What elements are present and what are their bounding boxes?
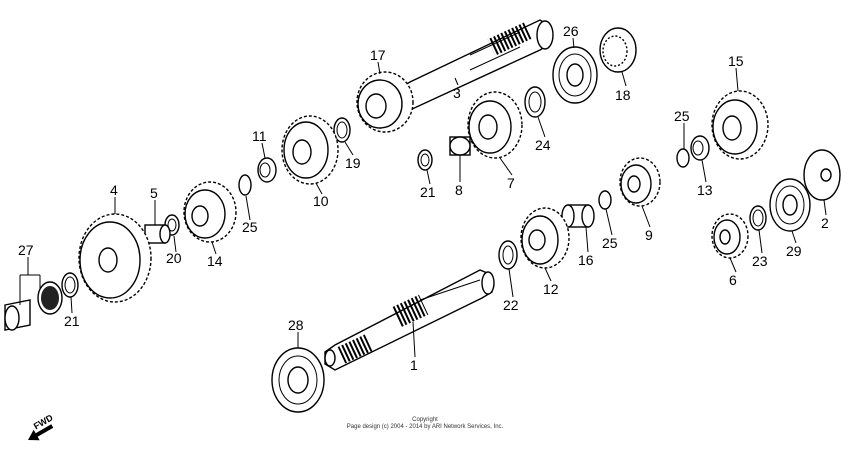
washer-21-left [61, 272, 79, 298]
bearing-assembly-27 [4, 281, 63, 331]
gear-7 [467, 91, 523, 159]
label-7: 7 [507, 175, 515, 191]
label-21-left: 21 [64, 313, 80, 329]
bearing-28 [271, 347, 325, 413]
label-10: 10 [313, 193, 329, 209]
label-16: 16 [578, 252, 594, 268]
countershaft-3 [399, 19, 554, 111]
label-6: 6 [729, 272, 737, 288]
copyright-line2: Page design (c) 2004 - 2014 by ARI Netwo… [346, 424, 504, 430]
gear-17 [356, 71, 414, 133]
label-20: 20 [166, 250, 182, 266]
label-9: 9 [645, 227, 653, 243]
label-22: 22 [503, 297, 519, 313]
label-2: 2 [821, 215, 829, 231]
bearing-26 [552, 46, 598, 104]
label-23: 23 [752, 253, 768, 269]
bushing-11 [257, 157, 277, 183]
washer-24 [524, 86, 546, 118]
label-5: 5 [150, 185, 158, 201]
label-3: 3 [453, 85, 461, 101]
label-27: 27 [18, 242, 34, 258]
label-21-right: 21 [420, 184, 436, 200]
label-12: 12 [543, 281, 559, 297]
leader-lines [19, 37, 827, 358]
label-24: 24 [535, 137, 551, 153]
bushing-8 [449, 136, 471, 156]
label-26: 26 [563, 23, 579, 39]
gear-9 [619, 157, 661, 207]
gear-15 [711, 90, 769, 160]
label-13: 13 [697, 182, 713, 198]
circlip-25-right-bottom [598, 190, 612, 210]
gear-6 [711, 213, 749, 259]
label-18: 18 [615, 87, 631, 103]
copyright-line1: Copyright [412, 417, 438, 423]
label-15: 15 [728, 53, 744, 69]
washer-21-right [417, 149, 433, 171]
label-29: 29 [786, 243, 802, 259]
mainshaft-1 [324, 269, 495, 371]
label-14: 14 [207, 253, 223, 269]
cover-2 [803, 149, 841, 201]
label-11: 11 [252, 128, 267, 144]
washer-23 [749, 205, 767, 231]
label-25-right-top: 25 [674, 108, 690, 124]
washer-19 [333, 117, 351, 143]
label-1: 1 [410, 357, 418, 373]
gear-12 [520, 207, 570, 269]
bearing-29 [769, 178, 811, 232]
label-25-left: 25 [242, 219, 258, 235]
washer-22 [498, 240, 518, 270]
bushing-5 [144, 224, 171, 244]
label-28: 28 [288, 317, 304, 333]
label-4: 4 [110, 182, 118, 198]
bushing-13 [690, 135, 710, 161]
gear-10 [281, 115, 339, 185]
label-17: 17 [370, 47, 386, 63]
label-25-right-bottom: 25 [602, 235, 618, 251]
label-19: 19 [345, 155, 361, 171]
circlip-25-left [238, 174, 252, 196]
label-8: 8 [455, 182, 463, 198]
gear-4 [78, 213, 152, 303]
circlip-25-right-top [676, 148, 690, 168]
bearing-18 [599, 27, 637, 73]
gear-14 [183, 181, 237, 243]
